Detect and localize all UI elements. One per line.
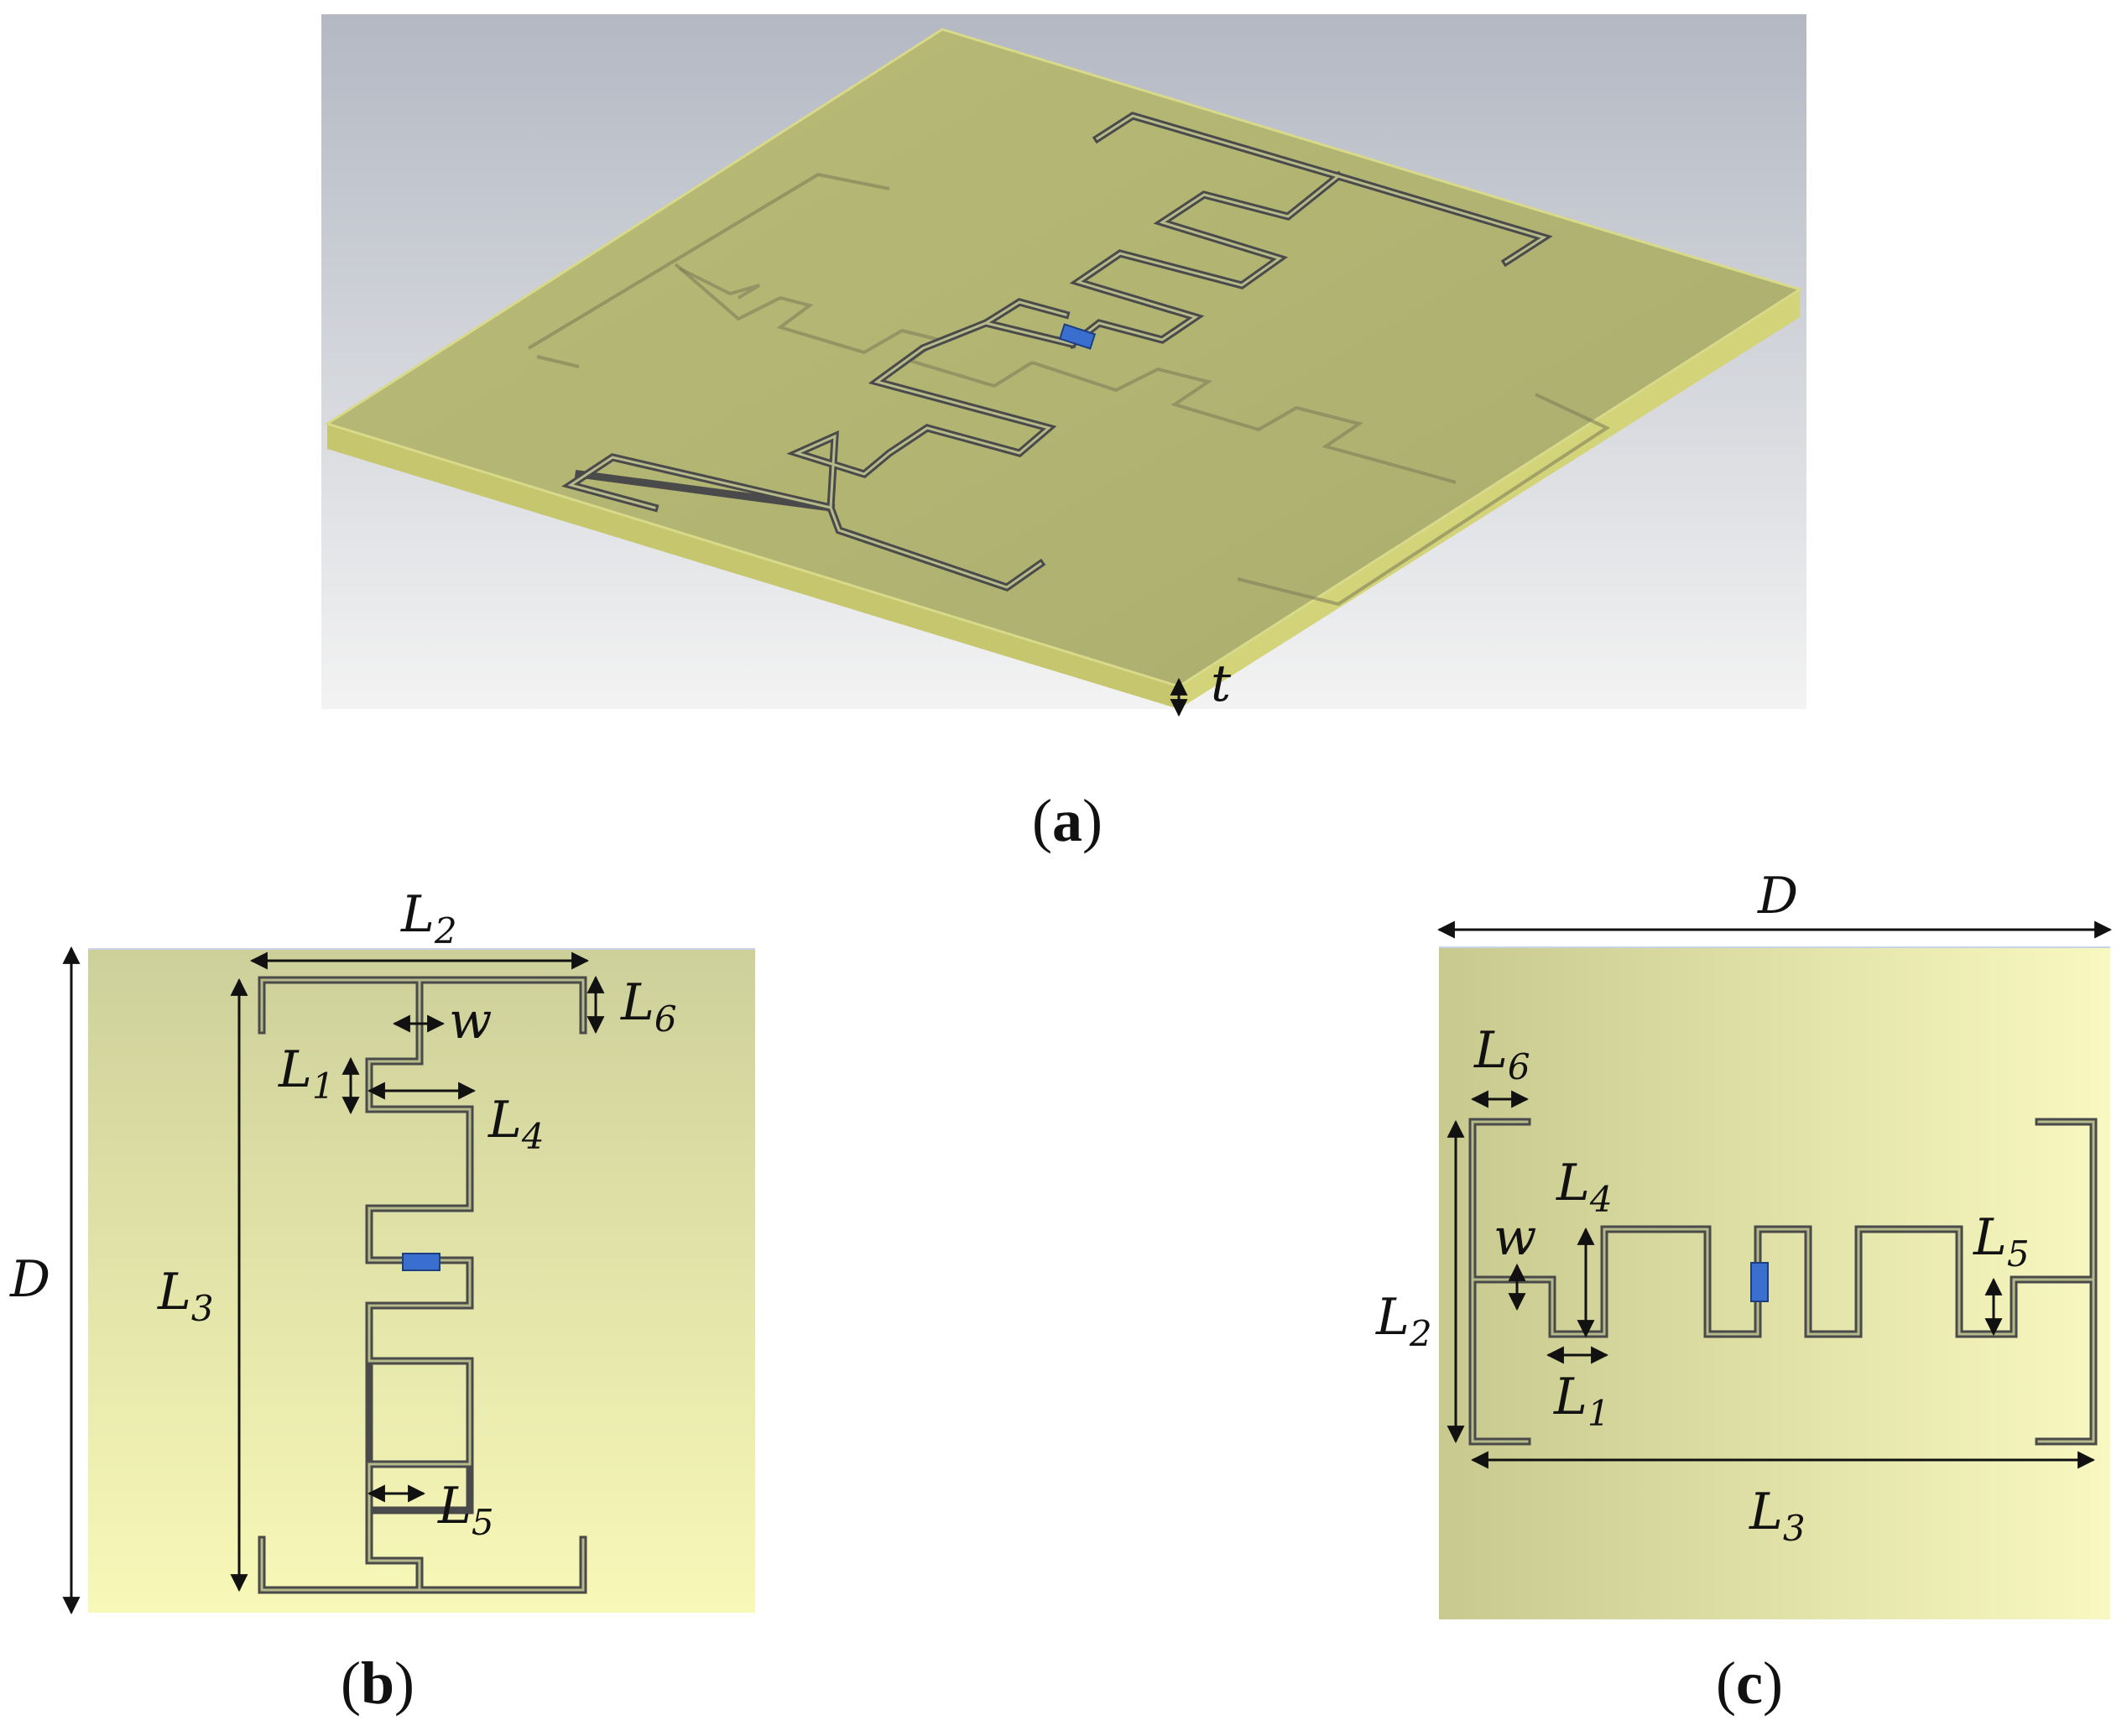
label-L1-b: L1 — [278, 1040, 335, 1107]
panel-b: L2 L6 w L1 L4 D L3 L5 (b) — [9, 885, 755, 1717]
label-D-c: D — [1757, 867, 1798, 925]
label-L4-c: L4 — [1556, 1154, 1613, 1220]
label-L5-b: L5 — [437, 1477, 494, 1543]
label-L1-c: L1 — [1553, 1368, 1610, 1434]
top-dipole-trace — [561, 112, 1553, 592]
label-L6-c: L6 — [1473, 1021, 1530, 1087]
feed-port-c — [1750, 1262, 1769, 1302]
label-L3-b: L3 — [157, 1263, 214, 1329]
label-L2-c: L2 — [1375, 1288, 1432, 1354]
meander-dipole-c — [1468, 1118, 2098, 1446]
label-L5-c: L5 — [1973, 1208, 2030, 1275]
feed-port — [1058, 323, 1097, 350]
panel-a: t (a) — [321, 14, 1806, 854]
feed-port-b — [402, 1253, 441, 1271]
meander-dipole-b — [258, 976, 587, 1594]
label-L4-b: L4 — [487, 1091, 545, 1157]
thickness-label: t — [1211, 654, 1232, 713]
caption-a: (a) — [1032, 787, 1103, 854]
caption-c: (c) — [1716, 1650, 1783, 1717]
substrate-top-face — [327, 29, 1800, 686]
substrate-top-edge — [324, 28, 1803, 688]
label-D-b: D — [9, 1250, 50, 1309]
label-w-c: w — [1494, 1208, 1536, 1267]
caption-b: (b) — [341, 1650, 414, 1717]
bottom-dipole-ghost — [527, 172, 1611, 607]
label-w-b: w — [449, 992, 492, 1050]
label-L2-b: L2 — [400, 885, 457, 951]
label-L3-c: L3 — [1749, 1483, 1806, 1549]
label-L6-b: L6 — [620, 973, 677, 1040]
panel-c: D L6 L4 w L5 L2 L1 L3 (c) — [1375, 867, 2113, 1717]
substrate-front-face — [327, 424, 1179, 709]
